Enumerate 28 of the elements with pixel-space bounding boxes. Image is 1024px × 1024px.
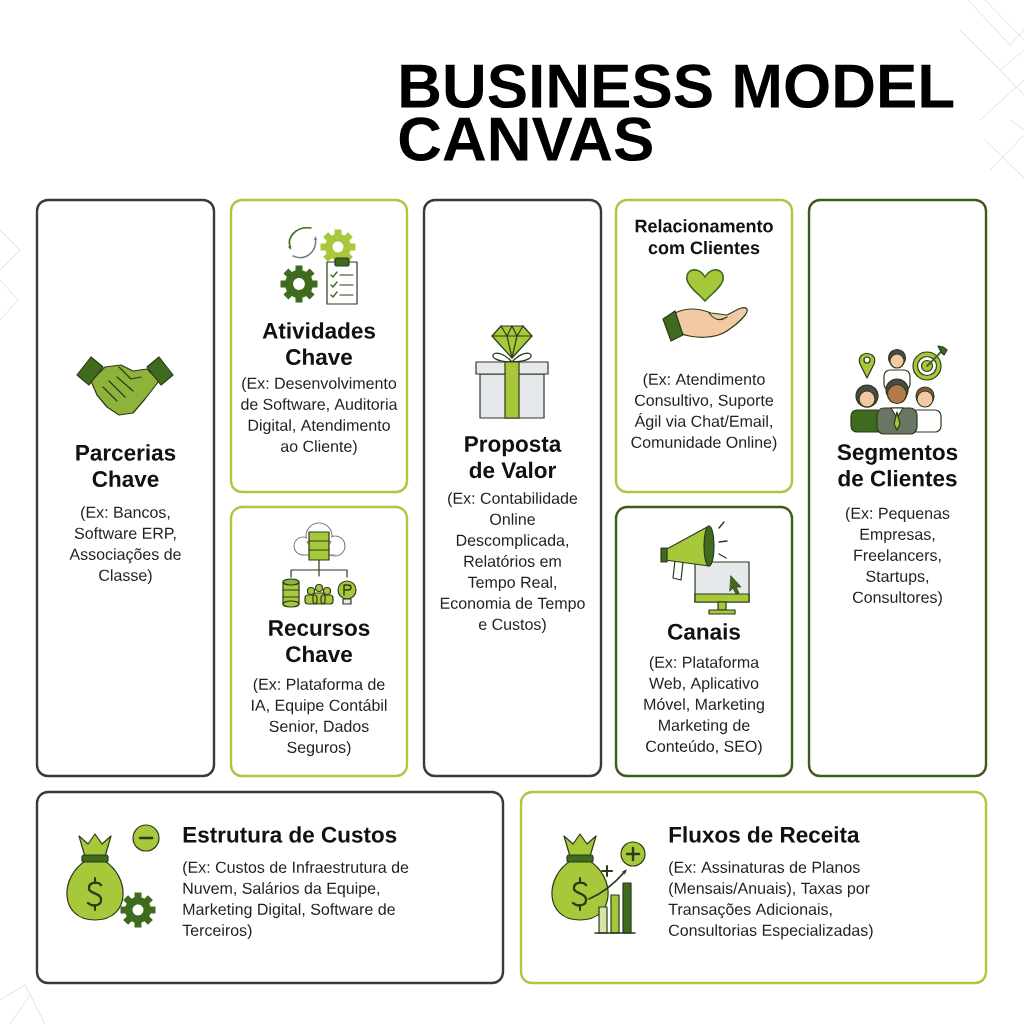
block-heading: Fluxos de Receita [669,826,860,843]
canvas-block [519,790,988,985]
block-heading: Relacionamento com Clientes [635,219,773,255]
block-description: (Ex: Custos de Infraestrutura de Nuvem, Salários da Equipe, Marketing Digital, Software de Terceiros) [182,861,409,940]
block-description: (Ex: Plataforma Web, Aplicativo Móvel, Marketing Marketing de Conteúdo, SEO) [644,656,764,756]
block-heading: Atividades Chave [262,322,375,366]
canvas-block [614,198,794,494]
block-description: (Ex: Assinaturas de Planos (Mensais/Anuais), Taxas por Transações Adicionais, Consultorias Especializadas) [668,861,873,940]
canvas-block [614,505,794,778]
block-heading: Estrutura de Custos [183,826,397,843]
canvas-block [229,198,409,494]
canvas-block [807,198,988,778]
block-description: (Ex: Bancos, Software ERP, Associações de Classe) [69,506,181,585]
block-heading: Canais [668,623,740,640]
block-heading: Segmentos de Clientes [837,444,958,487]
title: BUSINESS MODEL CANVAS [399,64,954,162]
canvas-block [35,198,216,778]
canvas-block [229,505,409,778]
block-description: (Ex: Pequenas Empresas, Freelancers, Startups, Consultores) [846,507,950,607]
canvas-block [422,198,603,778]
block-description: (Ex: Desenvolvimento de Software, Auditoria Digital, Atendimento ao Cliente) [241,377,398,456]
block-description: (Ex: Atendimento Consultivo, Suporte Ágil via Chat/Email, Comunidade Online) [631,373,777,452]
canvas-block [35,790,505,985]
block-heading: Parcerias Chave [76,444,176,488]
block-heading: Proposta de Valor [465,436,562,479]
block-description: (Ex: Contabilidade Online Descomplicada, Relatórios em Tempo Real, Economia de Tempo e Custos) [440,492,585,634]
block-heading: Recursos Chave [269,620,370,663]
block-description: (Ex: Plataforma de IA, Equipe Contábil Senior, Dados Seguros) [252,678,387,757]
